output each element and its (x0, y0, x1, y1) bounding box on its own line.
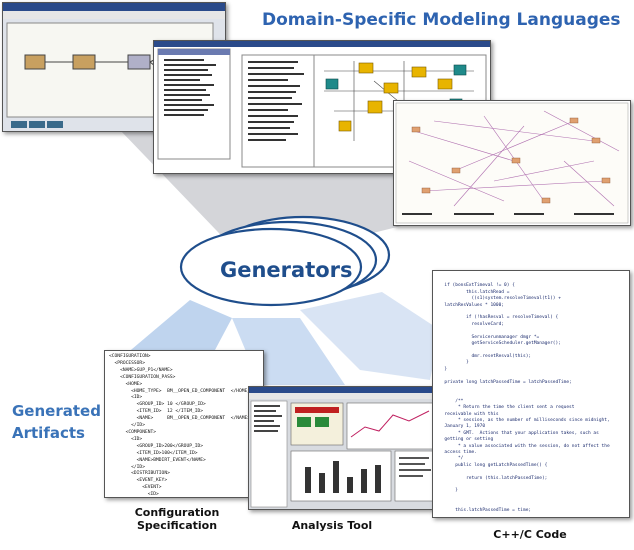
configuration-specification-caption: Configuration Specification (112, 506, 242, 532)
config-caption-line-1: Configuration (134, 506, 220, 519)
cpp-code-caption: C++/C Code (493, 528, 567, 541)
generators-label: Generators (220, 258, 353, 282)
generators-cloud-stack (179, 215, 391, 307)
generated-artifacts-label: Generated Artifacts (12, 400, 112, 444)
flow-diagram-screenshot (393, 100, 631, 226)
generated-artifacts-line-2: Artifacts (12, 424, 85, 442)
page-title: Domain-Specific Modeling Languages (262, 10, 621, 30)
beam-to-config (125, 300, 232, 355)
beam-to-code (300, 292, 440, 380)
cpp-code-document: if (bonsExtTimeval != 0) { this.latchRea… (432, 270, 630, 518)
config-caption-line-2: Specification (136, 519, 218, 532)
analysis-tool-screenshot (248, 386, 440, 510)
configuration-specification-document: <CONFIGURATION> <PROCESSOR> <NAME>GUP_P1… (104, 350, 264, 498)
analysis-tool-caption: Analysis Tool (291, 519, 373, 532)
generated-artifacts-line-1: Generated (12, 402, 101, 420)
